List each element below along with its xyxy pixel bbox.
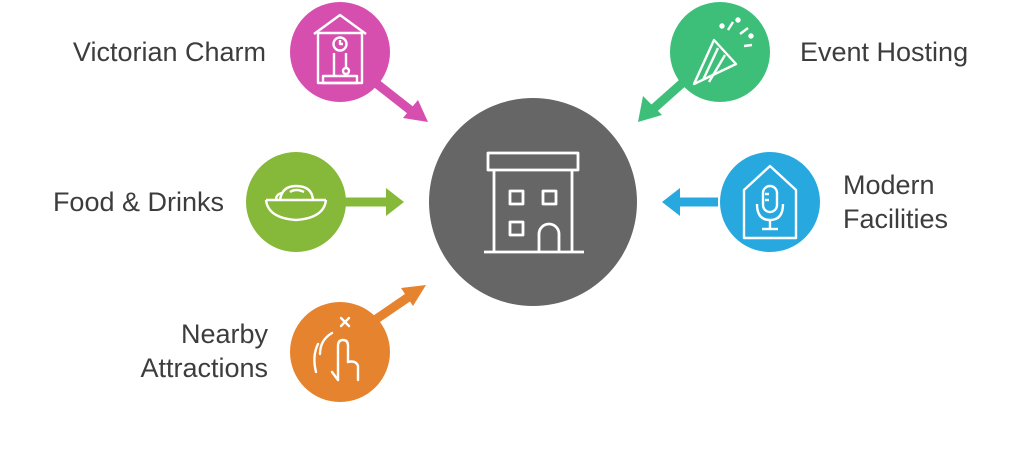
cuckoo-clock-icon bbox=[313, 13, 367, 85]
arrow-victorian-charm bbox=[369, 76, 428, 122]
center-hub bbox=[429, 98, 637, 306]
arrow-nearby-attractions bbox=[369, 285, 426, 326]
node-nearby-attractions bbox=[290, 302, 390, 402]
label-nearby-attractions: Nearby Attractions bbox=[140, 319, 268, 383]
microphone-home-icon bbox=[742, 164, 798, 240]
label-food-drinks: Food & Drinks bbox=[52, 187, 224, 217]
label-victorian-charm: Victorian Charm bbox=[72, 37, 266, 67]
node-victorian-charm bbox=[290, 2, 390, 102]
food-bowl-icon bbox=[264, 184, 328, 222]
node-food-drinks bbox=[246, 152, 346, 252]
node-modern-facilities bbox=[720, 152, 820, 252]
label-modern-facilities: Modern Facilities bbox=[843, 170, 949, 234]
node-event-hosting bbox=[670, 2, 770, 102]
hotel-building-icon bbox=[484, 151, 584, 254]
arrow-food-drinks bbox=[345, 188, 404, 216]
arrow-event-hosting bbox=[638, 74, 691, 122]
party-popper-icon bbox=[692, 17, 754, 86]
tap-gesture-icon bbox=[313, 316, 360, 382]
label-event-hosting: Event Hosting bbox=[800, 37, 969, 67]
arrow-modern-facilities bbox=[662, 188, 718, 216]
